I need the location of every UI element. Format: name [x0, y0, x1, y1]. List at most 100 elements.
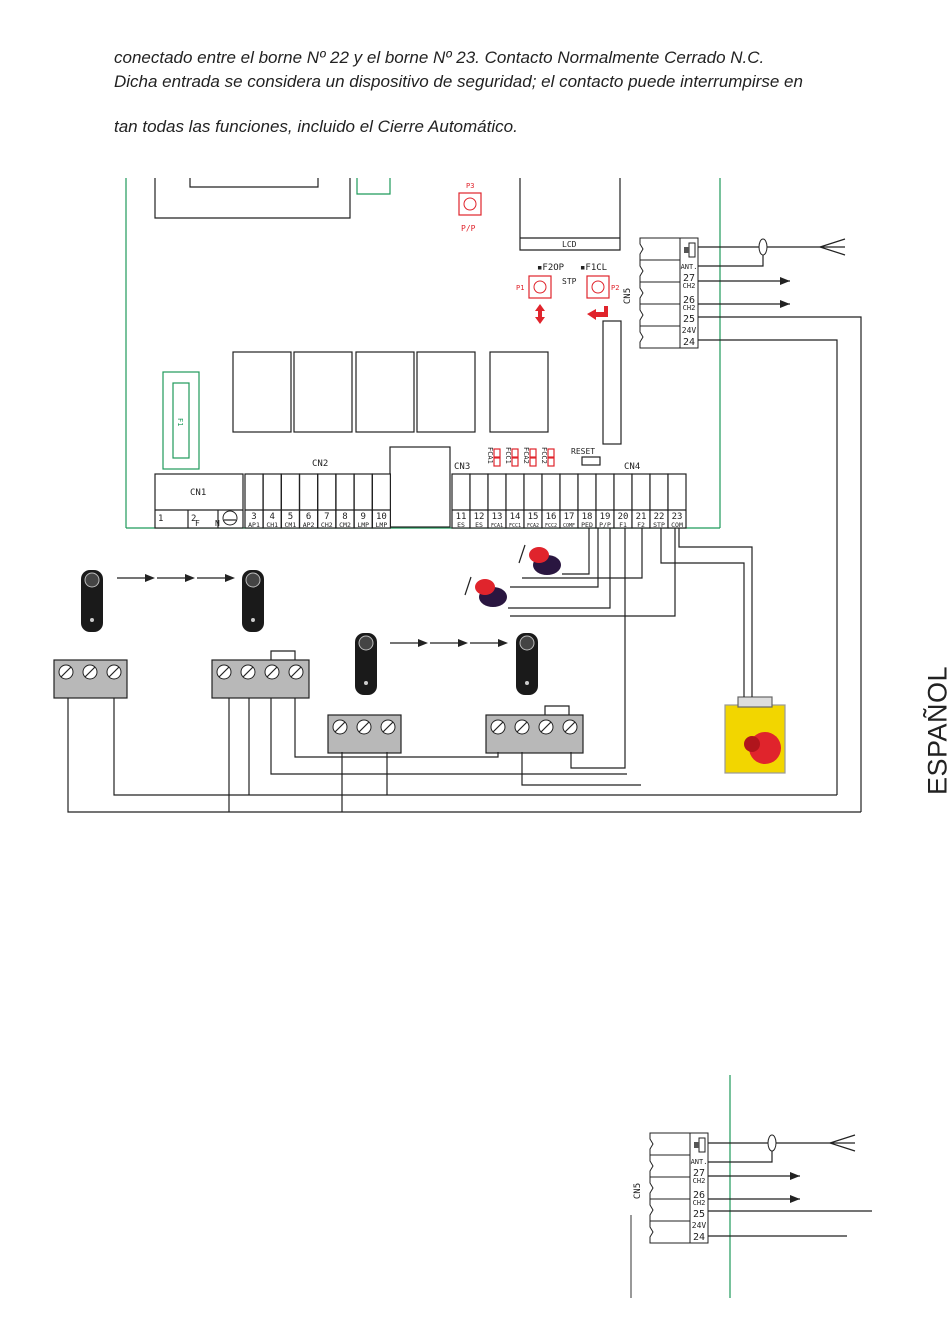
led-fca2	[529, 448, 537, 458]
terminal-20-label: F1	[619, 521, 627, 529]
p3-button-circle	[463, 197, 477, 211]
screw-slot	[492, 721, 504, 733]
antenna-terminal-icon	[688, 242, 696, 258]
terminal-6-number: 6	[306, 512, 311, 522]
led-label-fca2: FCA2	[522, 447, 530, 464]
photocell-rx-2	[516, 633, 538, 695]
terminal-12-label: ES	[475, 521, 483, 529]
screw-slot	[218, 666, 230, 678]
cn5-label-4: CH2	[693, 1199, 706, 1207]
terminal-22-number: 22	[654, 512, 665, 522]
cn5-slot	[639, 281, 681, 305]
beam-arrow-icon	[418, 639, 428, 647]
p1-button	[528, 275, 552, 299]
enter-arrow-icon	[587, 306, 608, 320]
photocell-tx-1	[81, 570, 103, 632]
connector-outline	[356, 178, 391, 195]
cn1-label: CN1	[190, 488, 206, 498]
cn3-label: CN3	[454, 462, 470, 472]
terminal-16-label: FCC2	[545, 523, 557, 529]
screw-slot	[334, 721, 346, 733]
cn5-label-7: 24	[683, 337, 695, 348]
terminal-10-number: 10	[376, 512, 387, 522]
led-fcc2	[547, 457, 555, 467]
terminal-15-label: FCA2	[527, 523, 539, 529]
cn5-label-column	[689, 1132, 709, 1244]
terminal-22-label: STP	[653, 521, 665, 529]
terminal-7-label: CH2	[321, 521, 333, 529]
cn5-label-3: 26	[693, 1190, 705, 1201]
f2op-label: ▪F2OP	[537, 263, 565, 273]
f2-wire	[522, 528, 643, 579]
antenna-terminal-icon	[684, 247, 689, 253]
pedestrian-button-contact-icon	[518, 544, 526, 564]
reset-label: RESET	[571, 447, 595, 456]
terminal-13-label: FCA1	[491, 523, 503, 529]
cn5-label-2: CH2	[683, 282, 696, 290]
terminal-6-label: AP2	[303, 521, 315, 529]
cn4-label: CN4	[624, 462, 640, 472]
jumper-wire	[544, 705, 570, 715]
cn2-label: CN2	[312, 459, 328, 469]
terminal-23	[667, 473, 687, 529]
cn5-slot	[649, 1176, 691, 1200]
antenna-shield-wire	[698, 255, 764, 267]
beam-arrow-icon	[185, 574, 195, 582]
beam-arrow-icon	[145, 574, 155, 582]
paragraph-line-3: tan todas las funciones, incluido el Cie…	[114, 117, 518, 136]
arrow-icon	[780, 300, 790, 308]
jumper-wire	[270, 650, 296, 660]
p2-button-circle	[591, 280, 605, 294]
terminal-2-label: N	[215, 519, 220, 528]
beam-arrow-icon	[458, 639, 468, 647]
terminal-5-label: CM1	[285, 521, 297, 529]
terminal-13-number: 13	[492, 512, 503, 522]
arrow-icon	[790, 1172, 800, 1180]
terminal-23-label: COM	[671, 521, 683, 529]
screw-slot	[108, 666, 120, 678]
p1-label: P1	[516, 284, 524, 292]
pp-button-contact-icon	[464, 576, 472, 596]
cn5-slot	[649, 1220, 691, 1244]
pp-wire	[508, 528, 611, 609]
power-wire-24	[698, 339, 838, 795]
cn5-slot	[649, 1198, 691, 1222]
terminal-20-number: 20	[618, 512, 629, 522]
terminal-7-number: 7	[324, 512, 329, 522]
cn5-slot	[649, 1132, 691, 1156]
reset-jumper	[581, 456, 601, 466]
cn5-slot	[639, 325, 681, 349]
terminal-23-number: 23	[672, 512, 683, 522]
terminal-5-number: 5	[288, 512, 293, 522]
photocell-tx-2	[355, 633, 377, 695]
terminal-21-label: F2	[637, 521, 645, 529]
com-wire	[678, 528, 753, 697]
terminal-18-number: 18	[582, 512, 593, 522]
cn5-label: CN5	[633, 1183, 643, 1199]
cn5-label-0: ANT.	[691, 1158, 708, 1166]
fuse	[172, 382, 190, 459]
p3-button	[458, 192, 482, 216]
wire	[294, 698, 499, 758]
terminal-14-number: 14	[510, 512, 521, 522]
p3-label: P3	[466, 182, 474, 190]
p1-button-circle	[533, 280, 547, 294]
cn5-slot	[649, 1154, 691, 1178]
cn5-label-6: 24V	[692, 1221, 707, 1230]
terminal-3-number: 3	[251, 512, 256, 522]
transformer-connector	[389, 446, 451, 528]
cn5-label-0: ANT.	[681, 263, 698, 271]
cn5-label-6: 24V	[682, 326, 697, 335]
screw-slot	[540, 721, 552, 733]
stp-wire	[660, 528, 745, 697]
antenna-ferrite	[758, 238, 768, 256]
fuse-label: F1	[176, 418, 184, 426]
cn5-label-5: 25	[683, 314, 695, 325]
pedestrian-wire	[562, 528, 590, 575]
terminal-10	[371, 473, 391, 529]
pp-common-wire	[510, 528, 599, 588]
screw-slot	[60, 666, 72, 678]
antenna-icon	[818, 238, 846, 256]
